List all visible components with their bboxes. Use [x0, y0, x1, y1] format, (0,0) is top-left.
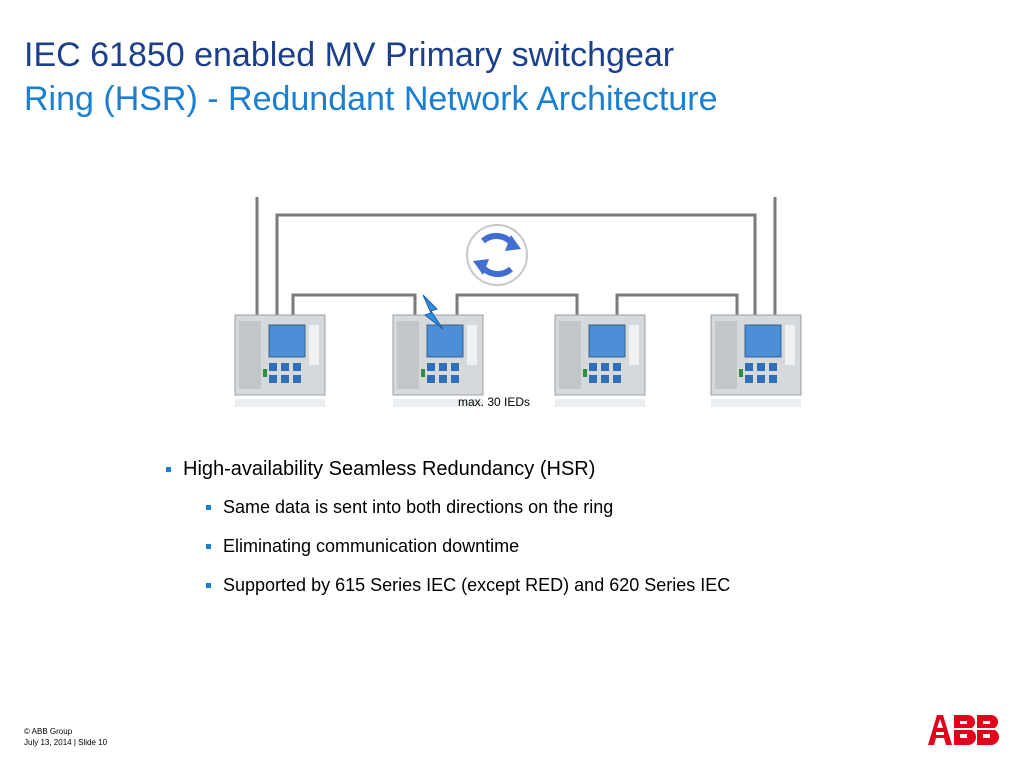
ring-link-2-3 — [455, 293, 579, 315]
footer-date-slide: July 13, 2014 | Slide 10 — [24, 738, 108, 747]
ied-device — [710, 314, 802, 407]
bullet-square-icon — [206, 505, 211, 510]
bullet-sub: Same data is sent into both directions o… — [206, 497, 966, 518]
footer: © ABB Group July 13, 2014 | Slide 10 — [24, 726, 107, 748]
bullet-sub-text: Same data is sent into both directions o… — [223, 497, 614, 517]
ring-link-3-4 — [615, 293, 739, 315]
footer-copyright: © ABB Group — [24, 727, 73, 736]
ring-link-1-2 — [291, 293, 417, 315]
bullet-sub-text: Eliminating communication downtime — [223, 536, 520, 556]
ring-redundancy-icon — [466, 224, 528, 286]
lightning-fault-icon — [422, 294, 444, 330]
bullet-square-icon — [206, 583, 211, 588]
ied-count-caption: max. 30 IEDs — [458, 395, 531, 409]
bullet-main: High-availability Seamless Redundancy (H… — [166, 458, 966, 481]
ied-device — [234, 314, 326, 407]
bullet-sub-text: Supported by 615 Series IEC (except RED)… — [223, 575, 731, 595]
bullet-sub: Eliminating communication downtime — [206, 536, 966, 557]
bullet-square-icon — [166, 467, 171, 472]
ied-device — [554, 314, 646, 407]
ied-device — [392, 314, 484, 407]
bullet-list: High-availability Seamless Redundancy (H… — [166, 458, 966, 614]
bullet-square-icon — [206, 544, 211, 549]
bullet-sub: Supported by 615 Series IEC (except RED)… — [206, 575, 966, 596]
ring-line-top — [275, 213, 757, 315]
hsr-ring-diagram — [234, 197, 802, 407]
page-subtitle: Ring (HSR) - Redundant Network Architect… — [24, 80, 718, 118]
page-title: IEC 61850 enabled MV Primary switchgear — [24, 36, 675, 74]
abb-logo-icon — [928, 715, 1000, 745]
bullet-main-text: High-availability Seamless Redundancy (H… — [183, 458, 596, 480]
